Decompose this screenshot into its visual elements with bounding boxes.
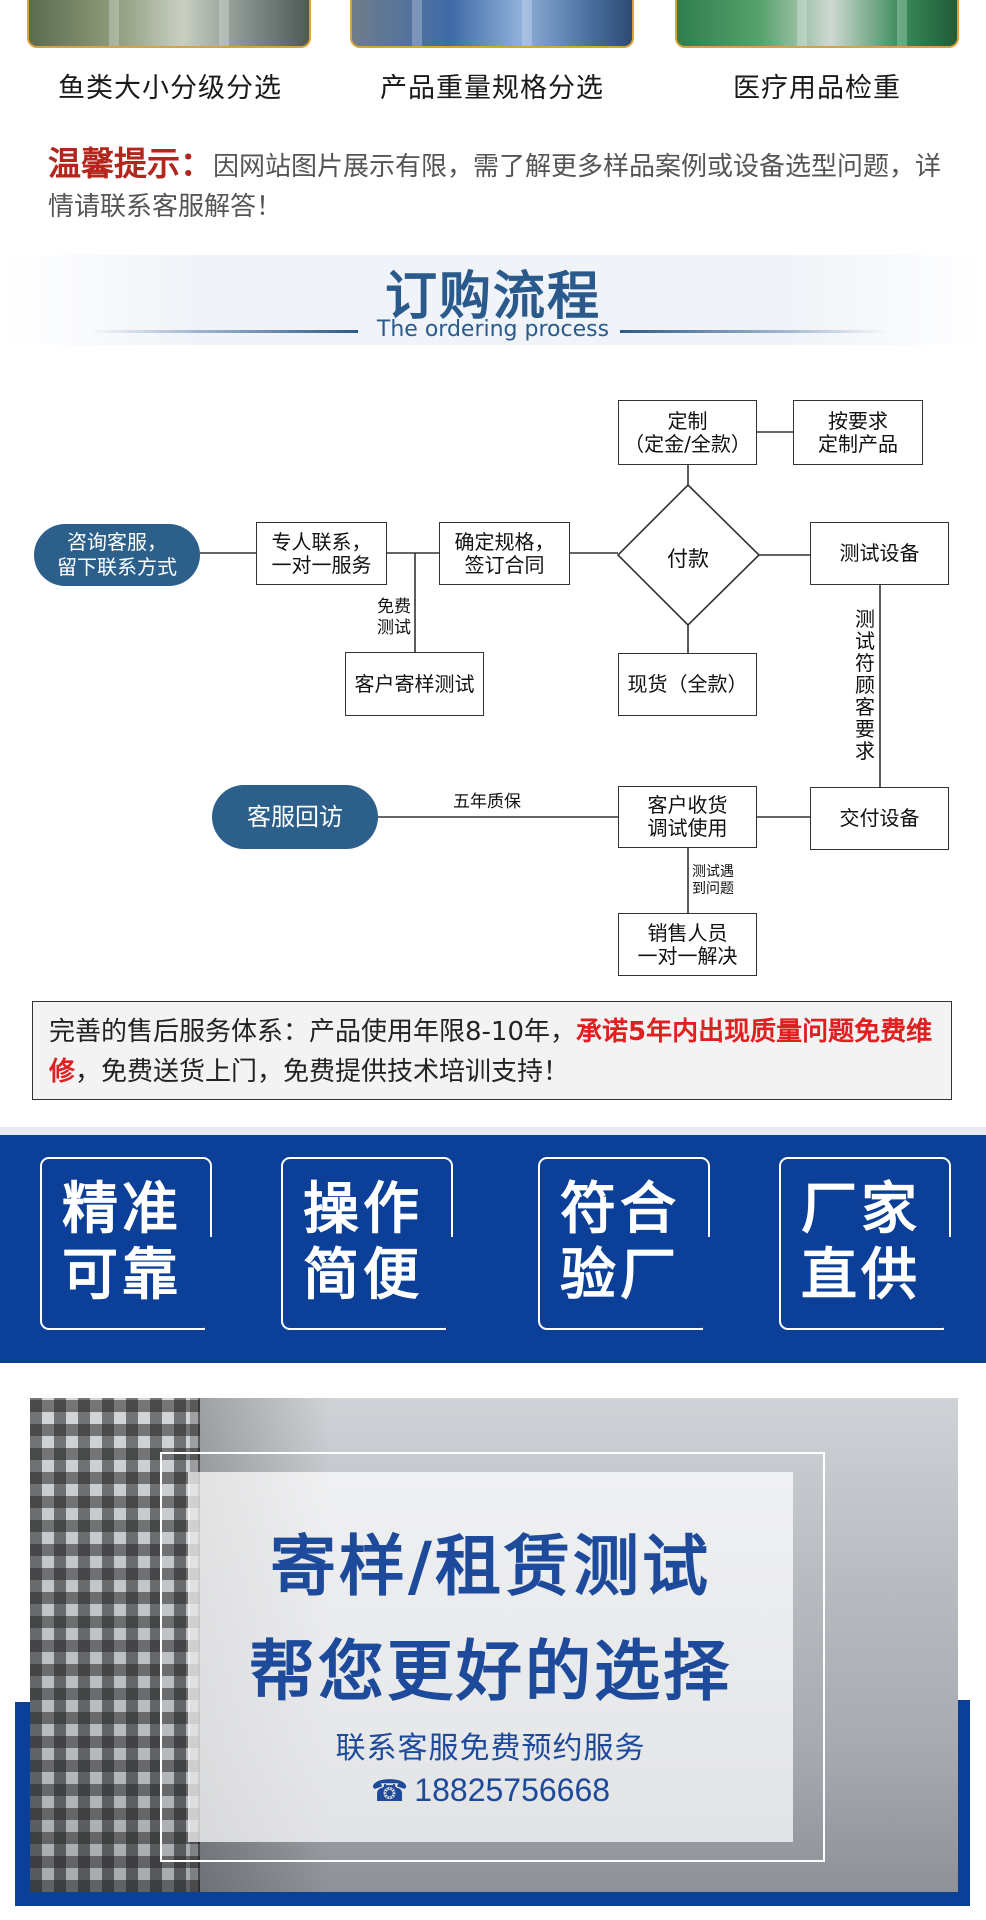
tip-notice: 温馨提示：因网站图片展示有限，需了解更多样品案例或设备选型问题，详情请联系客服解… xyxy=(48,144,958,227)
flow-contact: 专人联系， 一对一服务 xyxy=(256,522,387,585)
promo-accent xyxy=(958,1700,970,1906)
feature-text: 可靠 xyxy=(62,1243,182,1308)
flow-meets-requirement: 测试符顾客要求 xyxy=(855,607,875,763)
flow-custom-product: 按要求 定制产品 xyxy=(793,400,923,465)
flow-confirm: 确定规格， 签订合同 xyxy=(439,522,570,585)
flow-consult: 咨询客服， 留下联系方式 xyxy=(34,524,200,586)
feature-card-compliant: 符合验厂 xyxy=(538,1157,711,1347)
process-divider-right xyxy=(620,330,888,333)
phone-number: 18825756668 xyxy=(414,1772,611,1808)
product-caption: 产品重量规格分选 xyxy=(380,73,604,104)
promo-frame xyxy=(160,1452,825,1862)
flow-payment: 付款 xyxy=(667,547,709,571)
feature-text: 直供 xyxy=(801,1243,921,1308)
promo-accent xyxy=(15,1892,970,1906)
flow-custom: 定制 （定金/全款） xyxy=(618,400,757,465)
feature-card-accurate: 精准可靠 xyxy=(40,1157,213,1347)
flow-issue-label: 测试遇 到问题 xyxy=(692,864,734,897)
flow-receive: 客户收货 调试使用 xyxy=(618,786,757,848)
promo-subtitle: 联系客服免费预约服务 xyxy=(335,1731,646,1766)
flowchart-connectors xyxy=(200,431,881,913)
product-photo-medical xyxy=(675,0,959,48)
promo-title: 寄样/租赁测试 xyxy=(269,1528,712,1605)
flow-stock: 现货（全款） xyxy=(618,653,757,716)
process-divider-left xyxy=(90,330,358,333)
product-photo-fish xyxy=(27,0,311,48)
after-sales-text: ，免费送货上门，免费提供技术培训支持！ xyxy=(75,1057,570,1087)
product-caption: 鱼类大小分级分选 xyxy=(58,73,282,104)
feature-card-factory: 厂家直供 xyxy=(779,1157,952,1347)
flow-test-device: 测试设备 xyxy=(810,522,949,585)
flow-deliver: 交付设备 xyxy=(810,787,949,850)
process-subtitle: The ordering process xyxy=(376,317,610,342)
after-sales-highlight: 承诺5年内出现质量问题免费维修 xyxy=(49,1017,933,1087)
promo-phone[interactable]: ☎18825756668 xyxy=(188,1772,793,1809)
feature-text: 简便 xyxy=(303,1243,423,1308)
flow-free-test-label: 免费 测试 xyxy=(377,597,411,638)
promo-card xyxy=(188,1472,793,1842)
flow-revisit: 客服回访 xyxy=(212,785,378,849)
after-sales-notice: 完善的售后服务体系：产品使用年限8-10年，承诺5年内出现质量问题免费维修，免费… xyxy=(32,1001,952,1100)
feature-text: 验厂 xyxy=(560,1243,680,1308)
promo-accent xyxy=(15,1702,30,1906)
feature-band xyxy=(0,1127,986,1363)
product-photo-weight xyxy=(350,0,634,48)
feature-text: 符合 xyxy=(560,1177,680,1242)
feature-card-easy: 操作简便 xyxy=(281,1157,454,1347)
feature-text: 厂家 xyxy=(801,1177,921,1242)
promo-title: 帮您更好的选择 xyxy=(249,1633,732,1710)
flow-warranty-label: 五年质保 xyxy=(453,792,521,812)
feature-text: 精准 xyxy=(62,1177,182,1242)
tip-label: 温馨提示： xyxy=(48,144,213,183)
after-sales-text: 完善的售后服务体系：产品使用年限8-10年， xyxy=(49,1017,577,1047)
process-title: 订购流程 xyxy=(384,267,601,327)
tip-text: 因网站图片展示有限，需了解更多样品案例或设备选型问题，详情请联系客服解答！ xyxy=(48,152,942,222)
flow-sample-test: 客户寄样测试 xyxy=(345,652,484,716)
product-caption: 医疗用品检重 xyxy=(733,73,901,104)
phone-icon: ☎ xyxy=(370,1775,409,1808)
flow-sales-solve: 销售人员 一对一解决 xyxy=(618,913,757,976)
feature-text: 操作 xyxy=(303,1177,423,1242)
